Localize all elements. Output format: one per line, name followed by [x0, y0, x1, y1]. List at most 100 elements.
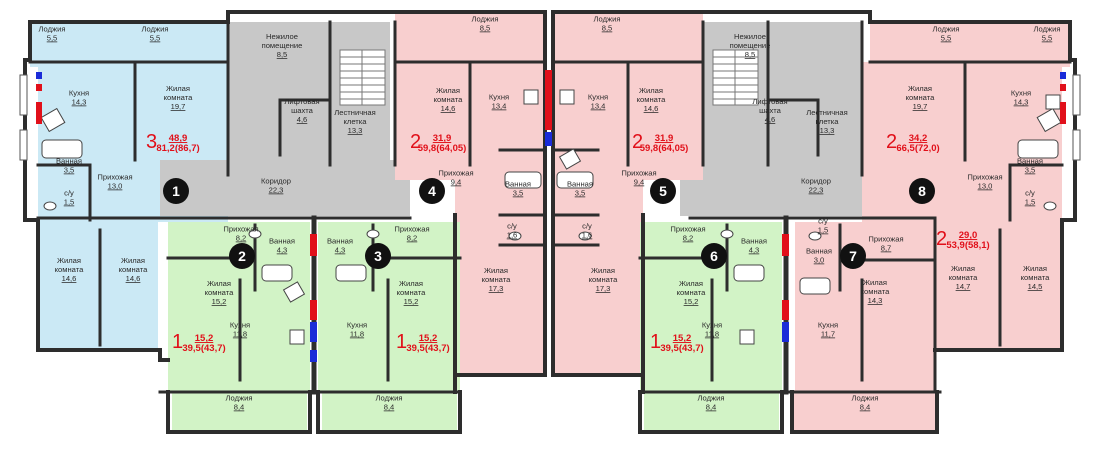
room-name: Жилая	[436, 86, 460, 95]
apartment-total-area: 39,5(43,7)	[182, 343, 225, 354]
riser-icon	[1060, 84, 1066, 91]
room-name: Лоджия	[376, 394, 403, 403]
riser-icon	[782, 300, 789, 320]
room-name: Жилая	[639, 86, 663, 95]
badge-circle	[909, 178, 935, 204]
bathtub-icon	[261, 264, 293, 282]
apartment-living-area: 31,9	[655, 133, 674, 144]
sink-icon	[40, 107, 66, 133]
room-area: 5,5	[150, 34, 161, 43]
apartment-rooms-count: 1	[172, 331, 183, 353]
room-area: 19,7	[171, 102, 186, 111]
apartment-number-badge: 7	[840, 243, 866, 269]
bathtub-icon	[556, 171, 594, 189]
room-name: Жилая	[591, 266, 615, 275]
toilet-icon	[43, 201, 57, 211]
room-name: Жилая	[121, 256, 145, 265]
room-name: Кухня	[489, 93, 509, 102]
room-area: 14,3	[868, 296, 883, 305]
apartment-number-badge: 1	[163, 178, 189, 204]
room-area: 4,6	[297, 115, 308, 124]
room-name: Кухня	[69, 89, 89, 98]
stove-icon	[559, 89, 575, 105]
room-name: шахта	[759, 106, 781, 115]
room-area: 14,7	[956, 282, 971, 291]
room-area: 13,4	[492, 102, 507, 111]
apartment-number-badge: 3	[365, 243, 391, 269]
room-area: 8,5	[480, 24, 491, 33]
riser-icon	[1060, 102, 1066, 124]
room-name: Жилая	[166, 84, 190, 93]
room-name: Прихожая	[394, 225, 429, 234]
riser-icon	[310, 300, 317, 320]
room-name: с/у	[818, 217, 828, 226]
room-name: Ванная	[1017, 157, 1043, 166]
room-name: Лоджия	[226, 394, 253, 403]
room-area: 8,5	[602, 24, 613, 33]
apartment-6-area	[644, 392, 779, 430]
room-area: 3,5	[64, 166, 75, 175]
room-name: комната	[906, 93, 935, 102]
room-area: 8,7	[881, 244, 892, 253]
room-area: 22,3	[269, 186, 284, 195]
room-area: 1,5	[818, 226, 829, 235]
room-name: Лоджия	[142, 25, 169, 34]
room-area: 1,6	[507, 231, 518, 240]
room-area: 5,5	[1042, 34, 1053, 43]
bathtub-icon	[41, 139, 83, 159]
room-area: 4,3	[749, 246, 760, 255]
room-name: комната	[949, 273, 978, 282]
apartment-living-area: 31,9	[433, 133, 452, 144]
room-name: Кухня	[1011, 89, 1031, 98]
room-area: 22,3	[809, 186, 824, 195]
toilet-icon	[508, 231, 522, 241]
room-name: комната	[434, 95, 463, 104]
room-area: 14,3	[1014, 98, 1029, 107]
apartment-4-area	[455, 175, 545, 375]
room-area: 13,3	[820, 126, 835, 135]
apartment-living-area: 15,2	[673, 333, 692, 344]
room-area: 9,4	[451, 178, 462, 187]
apartment-1-area	[38, 218, 158, 348]
room-name: комната	[55, 265, 84, 274]
room-area: 4,3	[277, 246, 288, 255]
room-area: 17,3	[596, 284, 611, 293]
room-name: Жилая	[679, 279, 703, 288]
room-name: Ванная	[327, 237, 353, 246]
room-name: комната	[589, 275, 618, 284]
badge-number: 4	[428, 183, 436, 199]
room-name: комната	[637, 95, 666, 104]
riser-icon	[310, 234, 317, 256]
room-name: помещение	[730, 41, 771, 50]
apartment-rooms-count: 2	[632, 131, 643, 153]
riser-icon	[310, 350, 317, 362]
room-name: Лифтовая	[752, 97, 787, 106]
room-name: комната	[861, 287, 890, 296]
stove-icon	[523, 89, 539, 105]
room-area: 1,6	[582, 231, 593, 240]
room-name: Лоджия	[39, 25, 66, 34]
apartment-5-area	[553, 12, 703, 62]
apartment-total-area: 81,2(86,7)	[156, 143, 199, 154]
riser-icon	[545, 70, 552, 130]
apartment-4-area	[395, 12, 545, 62]
toilet-icon	[248, 229, 262, 239]
badge-number: 5	[659, 183, 667, 199]
